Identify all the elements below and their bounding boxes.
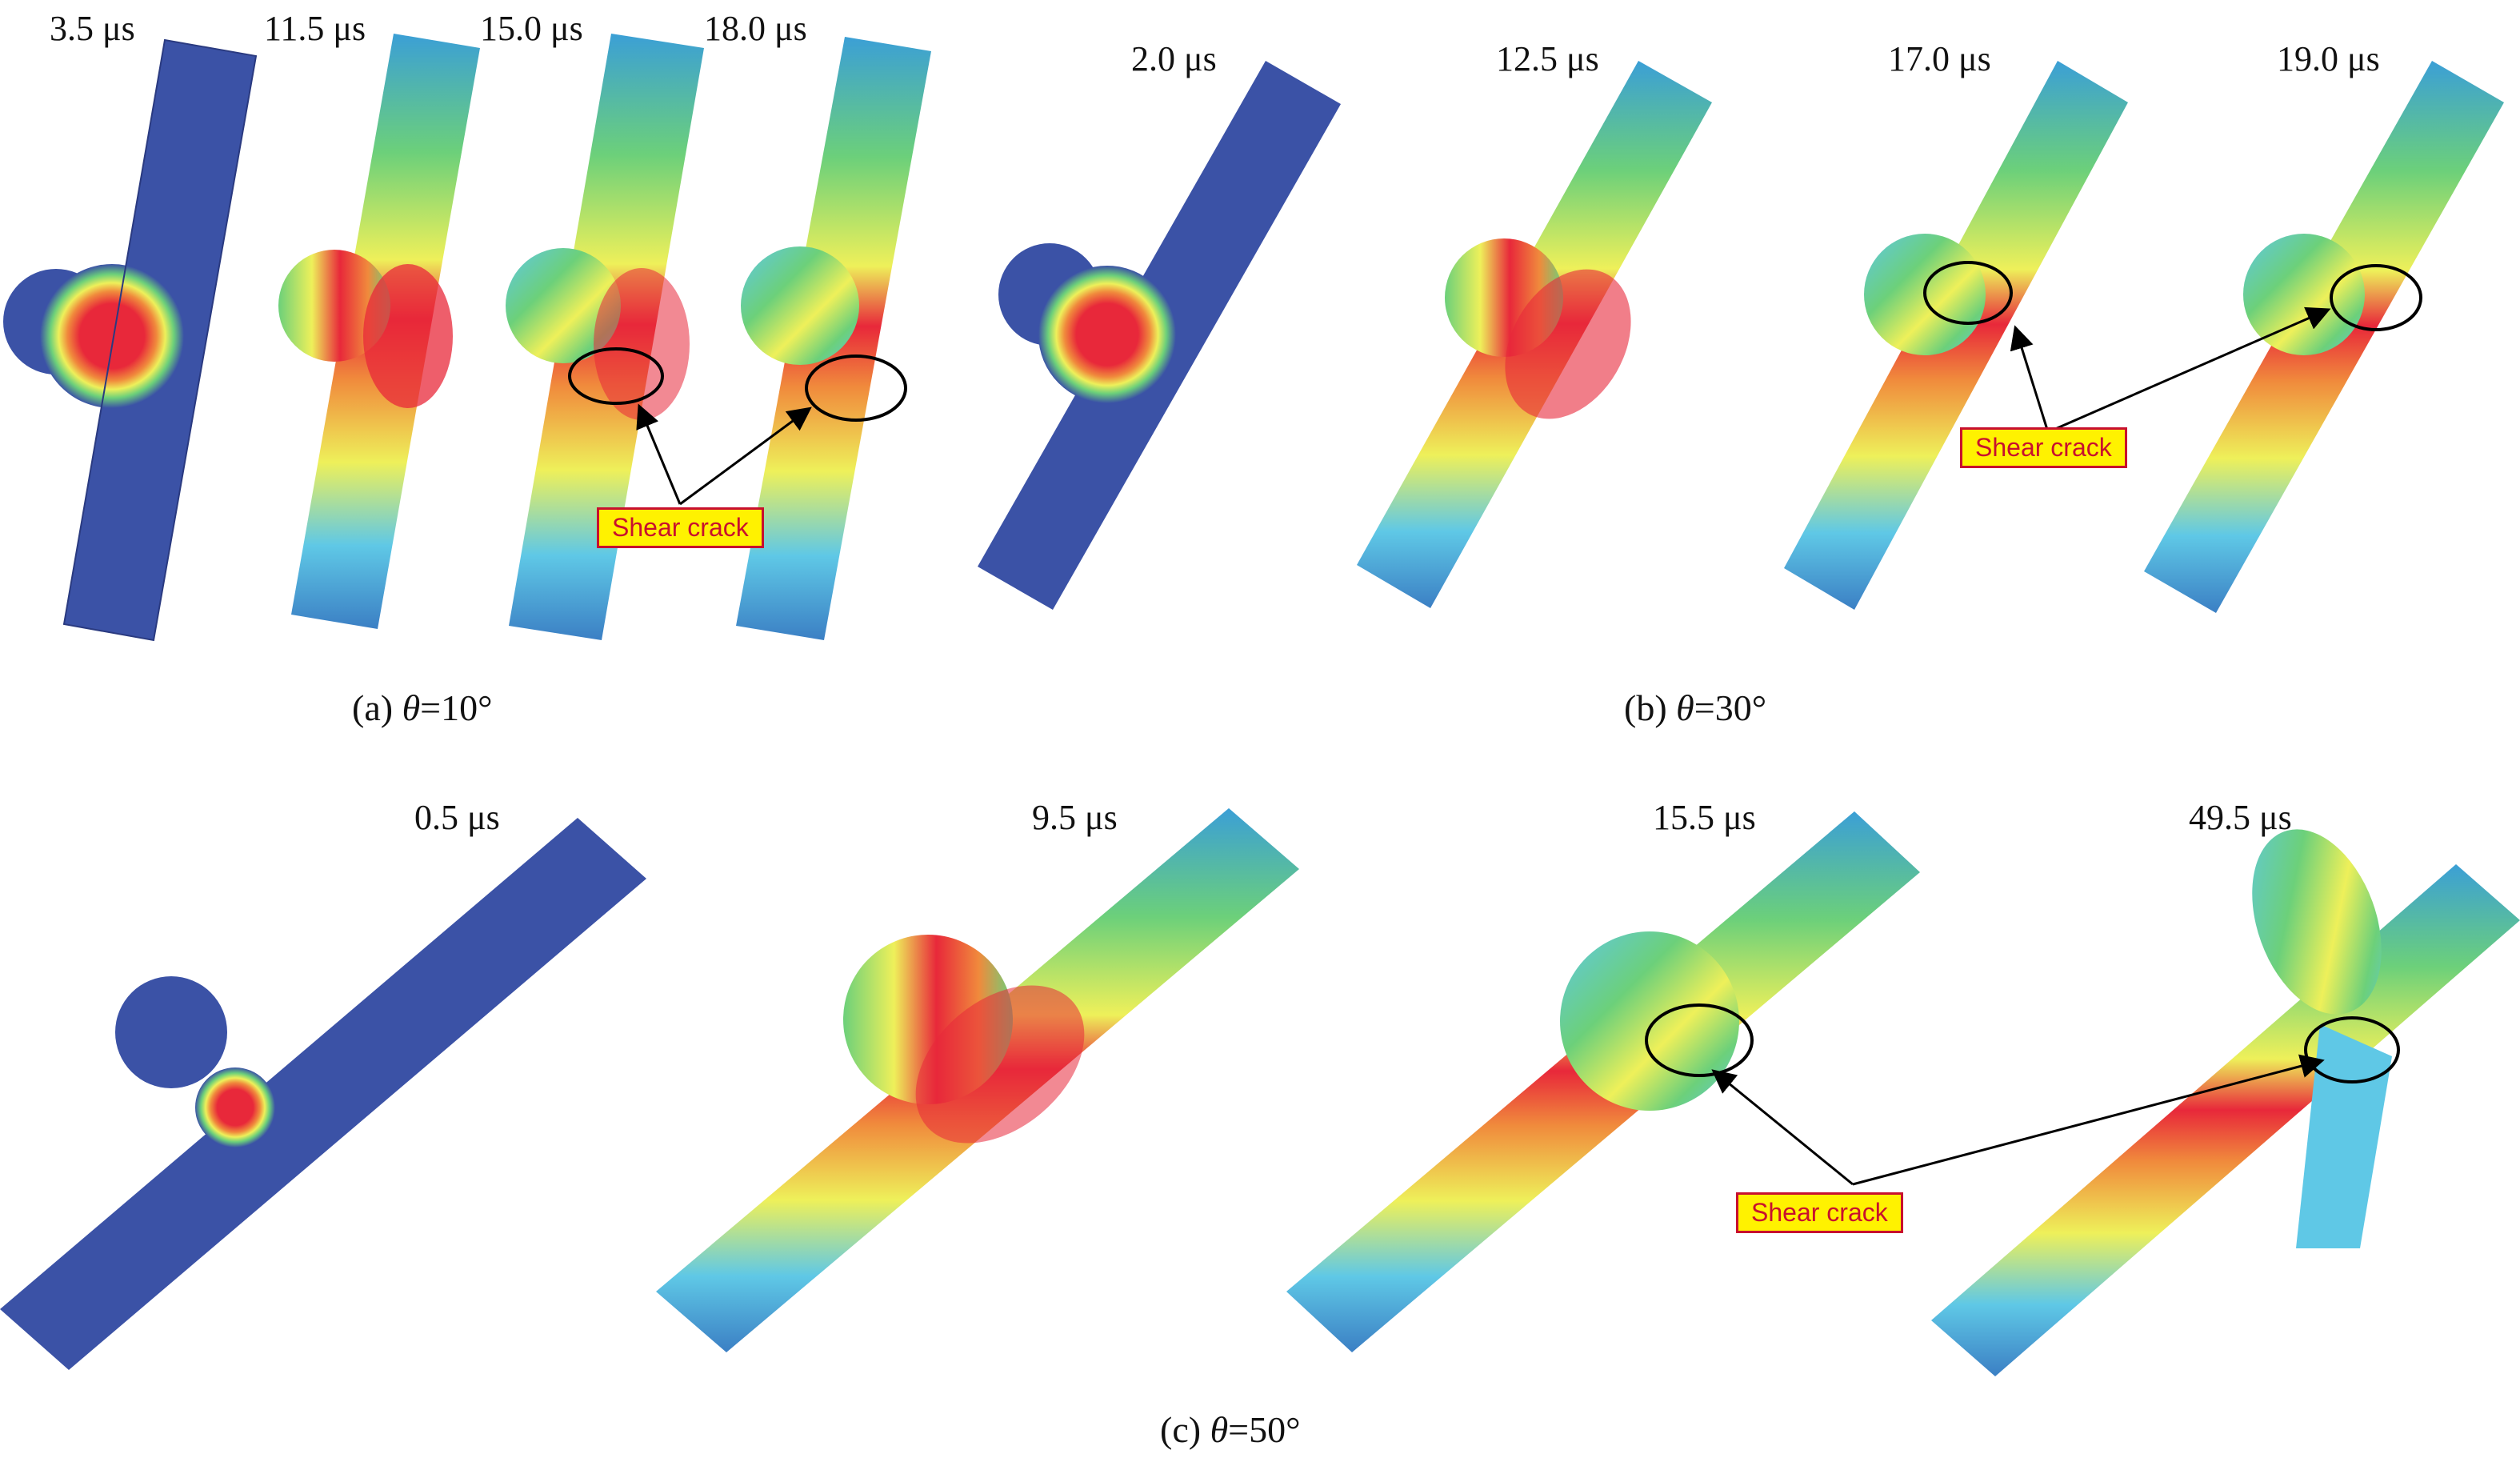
caption-panel-a: (a) θ=10° [352,687,493,729]
panel-a-arrows [636,403,812,506]
panel-c-time-2: 9.5 μs [1032,798,1118,837]
shear-crack-callout-c: Shear crack [1736,1192,1903,1233]
panel-b-time-3: 17.0 μs [1888,39,1991,78]
caption-b-prefix: (b) [1624,687,1677,728]
panel-a-snapshot-4 [736,37,931,640]
panel-a-time-4: 18.0 μs [704,9,807,48]
panel-a-time-2: 11.5 μs [264,9,366,48]
panel-b-snapshot-3 [1784,61,2128,610]
caption-a-prefix: (a) [352,687,402,728]
panel-a-time-3: 15.0 μs [480,9,583,48]
caption-c-prefix: (c) [1160,1409,1210,1450]
panel-b-time-4: 19.0 μs [2277,39,2380,78]
panel-a-time-1: 3.5 μs [50,9,135,48]
panel-b-snapshot-2 [1357,61,1712,608]
caption-c-value: =50° [1228,1409,1301,1450]
panel-c-snapshot-2 [656,808,1299,1352]
panel-c-snapshot-3 [1286,811,1920,1352]
panel-b-arrows [2010,306,2331,434]
caption-panel-b: (b) θ=30° [1624,687,1766,729]
caption-b-value: =30° [1694,687,1767,728]
panel-c-time-1: 0.5 μs [414,798,500,837]
panel-b-snapshot-4 [2144,61,2504,613]
panel-a-snapshot-2 [278,34,480,629]
shear-crack-callout-a: Shear crack [597,507,764,548]
panel-c-snapshot-1 [0,818,646,1370]
caption-panel-c: (c) θ=50° [1160,1408,1301,1451]
panel-b-time-1: 2.0 μs [1131,39,1217,78]
shear-crack-callout-b: Shear crack [1960,427,2127,468]
panel-b-time-2: 12.5 μs [1496,39,1599,78]
panel-c-time-3: 15.5 μs [1653,798,1756,837]
caption-c-theta: θ [1210,1409,1229,1450]
panel-a-snapshot-1 [3,38,258,642]
panel-a-snapshot-3 [506,34,704,640]
panel-c-time-4: 49.5 μs [2189,798,2292,837]
caption-a-value: =10° [420,687,493,728]
panel-c-snapshot-4 [1931,829,2520,1376]
panel-c-arrows [1711,1054,2325,1186]
caption-b-theta: θ [1676,687,1694,728]
caption-a-theta: θ [402,687,421,728]
panel-b-snapshot-1 [978,61,1341,610]
